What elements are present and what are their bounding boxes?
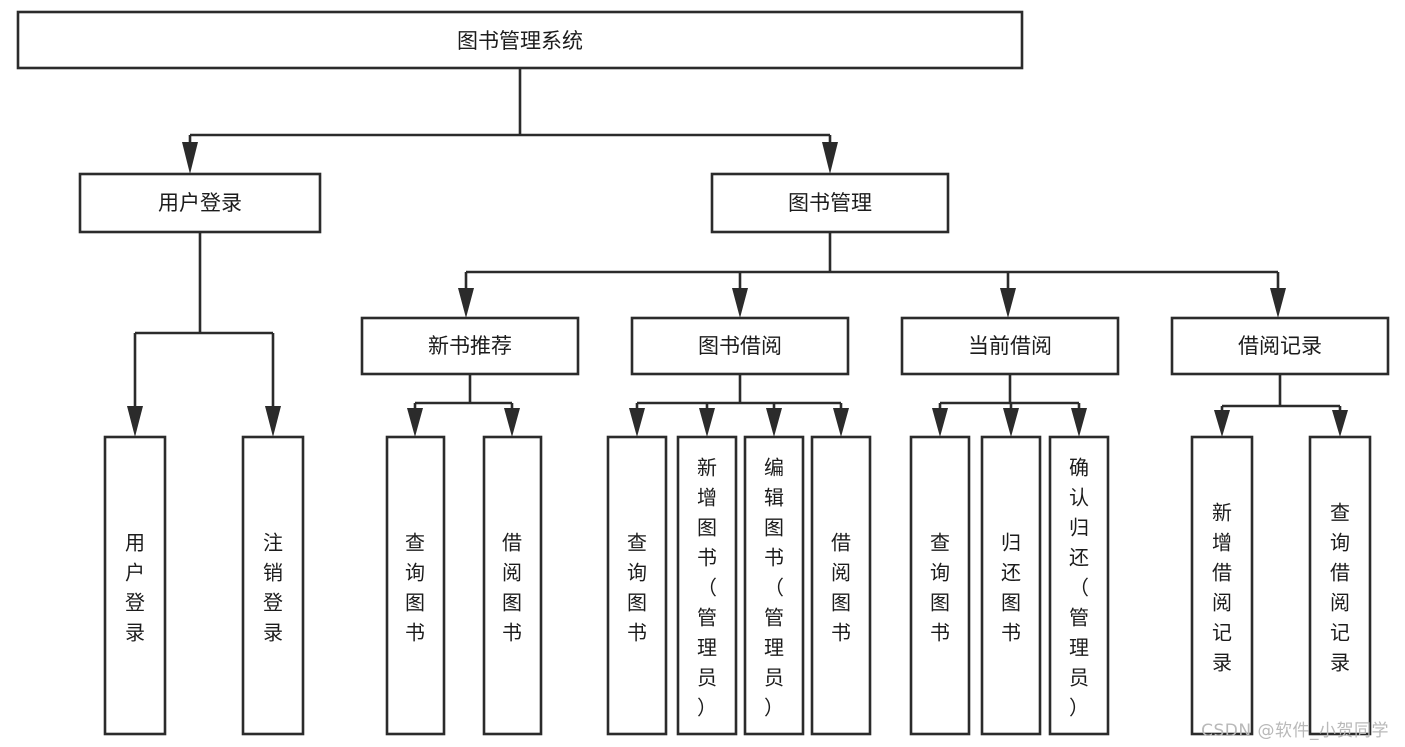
node-leaf-borrow-book-1-box[interactable]	[482, 435, 543, 736]
node-leaf-borrow-book-1-label: 借阅图书	[502, 530, 522, 644]
node-leaf-query-book-3-box[interactable]	[909, 435, 971, 736]
arrow-to-new-book-rec-icon	[458, 288, 474, 318]
node-book-borrow[interactable]: 图书借阅	[630, 316, 850, 376]
node-leaf-logout-box[interactable]	[241, 435, 305, 736]
arrow-new-book-rec-leaf-1-icon	[407, 408, 423, 437]
node-leaf-user-login-box[interactable]	[103, 435, 167, 736]
arrow-to-borrow-record-icon	[1270, 288, 1286, 318]
node-leaf-query-book-1[interactable]: 查询图书	[385, 435, 446, 736]
node-leaf-query-book-2-box[interactable]	[606, 435, 668, 736]
node-root[interactable]: 图书管理系统	[16, 10, 1024, 70]
node-leaf-borrow-book-2-label: 借阅图书	[831, 530, 851, 644]
node-leaf-edit-book-label: 编辑图书（管理员）	[764, 455, 784, 719]
node-user-login-label: 用户登录	[158, 191, 242, 215]
csdn-watermark: CSDN @软件_小贺同学	[1201, 721, 1389, 741]
node-leaf-user-login[interactable]: 用户登录	[103, 435, 167, 736]
node-book-mgmt-box[interactable]	[710, 172, 950, 234]
node-leaf-query-book-1-label: 查询图书	[405, 530, 425, 644]
arrow-book-borrow-leaf-4-icon	[833, 408, 849, 437]
node-current-borrow-label: 当前借阅	[968, 334, 1052, 358]
node-leaf-add-record-box[interactable]	[1190, 435, 1254, 736]
node-root-label: 图书管理系统	[457, 29, 583, 53]
node-leaf-add-book-box[interactable]	[676, 435, 738, 736]
arrow-current-borrow-leaf-3-icon	[1071, 408, 1087, 437]
node-user-login-box[interactable]	[78, 172, 322, 234]
node-borrow-record-box[interactable]	[1170, 316, 1390, 376]
node-root-box[interactable]	[16, 10, 1024, 70]
node-book-mgmt-label: 图书管理	[788, 191, 872, 215]
arrow-book-borrow-leaf-1-icon	[629, 408, 645, 437]
node-leaf-edit-book-box[interactable]	[743, 435, 805, 736]
arrow-book-borrow-leaf-3-icon	[766, 408, 782, 437]
node-book-borrow-label: 图书借阅	[698, 334, 782, 358]
node-new-book-rec-label: 新书推荐	[428, 334, 512, 358]
node-leaf-return-book-label: 归还图书	[1001, 530, 1021, 644]
node-borrow-record-label: 借阅记录	[1238, 334, 1322, 358]
node-leaf-borrow-book-1[interactable]: 借阅图书	[482, 435, 543, 736]
arrow-new-book-rec-leaf-2-icon	[504, 408, 520, 437]
node-leaf-borrow-book-2[interactable]: 借阅图书	[810, 435, 872, 736]
node-leaf-return-book[interactable]: 归还图书	[980, 435, 1042, 736]
node-book-mgmt[interactable]: 图书管理	[710, 172, 950, 234]
node-leaf-borrow-book-2-box[interactable]	[810, 435, 872, 736]
node-leaf-edit-book[interactable]: 编辑图书（管理员）	[743, 435, 805, 736]
node-current-borrow[interactable]: 当前借阅	[900, 316, 1120, 376]
arrow-root-to-user-login-icon	[182, 142, 198, 174]
node-book-borrow-box[interactable]	[630, 316, 850, 376]
arrow-to-book-borrow-icon	[732, 288, 748, 318]
node-new-book-rec[interactable]: 新书推荐	[360, 316, 580, 376]
arrow-user-login-leaf-2-icon	[265, 406, 281, 437]
node-leaf-add-record[interactable]: 新增借阅记录	[1190, 435, 1254, 736]
arrow-current-borrow-leaf-2-icon	[1003, 408, 1019, 437]
connectors-layer	[127, 68, 1348, 437]
node-leaf-logout-label: 注销登录	[263, 530, 283, 644]
node-leaf-query-record[interactable]: 查询借阅记录	[1308, 435, 1372, 736]
arrow-user-login-leaf-1-icon	[127, 406, 143, 437]
nodes-layer: 图书管理系统 用户登录 图书管理 新书推荐 图书借阅	[16, 10, 1390, 736]
node-leaf-query-book-3[interactable]: 查询图书	[909, 435, 971, 736]
arrow-borrow-record-leaf-2-icon	[1332, 410, 1348, 437]
node-leaf-return-book-box[interactable]	[980, 435, 1042, 736]
node-leaf-query-book-2-label: 查询图书	[627, 530, 647, 644]
node-borrow-record[interactable]: 借阅记录	[1170, 316, 1390, 376]
arrow-root-to-book-mgmt-icon	[822, 142, 838, 174]
node-user-login[interactable]: 用户登录	[78, 172, 322, 234]
node-leaf-confirm-return-box[interactable]	[1048, 435, 1110, 736]
node-leaf-query-record-label: 查询借阅记录	[1330, 500, 1350, 674]
node-leaf-add-book[interactable]: 新增图书（管理员）	[676, 435, 738, 736]
node-leaf-query-record-box[interactable]	[1308, 435, 1372, 736]
node-leaf-confirm-return[interactable]: 确认归还（管理员）	[1048, 435, 1110, 736]
node-leaf-confirm-return-label: 确认归还（管理员）	[1069, 455, 1089, 719]
arrow-to-current-borrow-icon	[1000, 288, 1016, 318]
node-leaf-query-book-3-label: 查询图书	[930, 530, 950, 644]
node-leaf-logout[interactable]: 注销登录	[241, 435, 305, 736]
node-leaf-query-book-1-box[interactable]	[385, 435, 446, 736]
node-leaf-query-book-2[interactable]: 查询图书	[606, 435, 668, 736]
node-leaf-add-book-label: 新增图书（管理员）	[697, 455, 717, 719]
node-leaf-user-login-label: 用户登录	[125, 530, 145, 644]
arrow-current-borrow-leaf-1-icon	[932, 408, 948, 437]
arrow-borrow-record-leaf-1-icon	[1214, 410, 1230, 437]
node-leaf-add-record-label: 新增借阅记录	[1212, 500, 1232, 674]
node-current-borrow-box[interactable]	[900, 316, 1120, 376]
arrow-book-borrow-leaf-2-icon	[699, 408, 715, 437]
node-new-book-rec-box[interactable]	[360, 316, 580, 376]
